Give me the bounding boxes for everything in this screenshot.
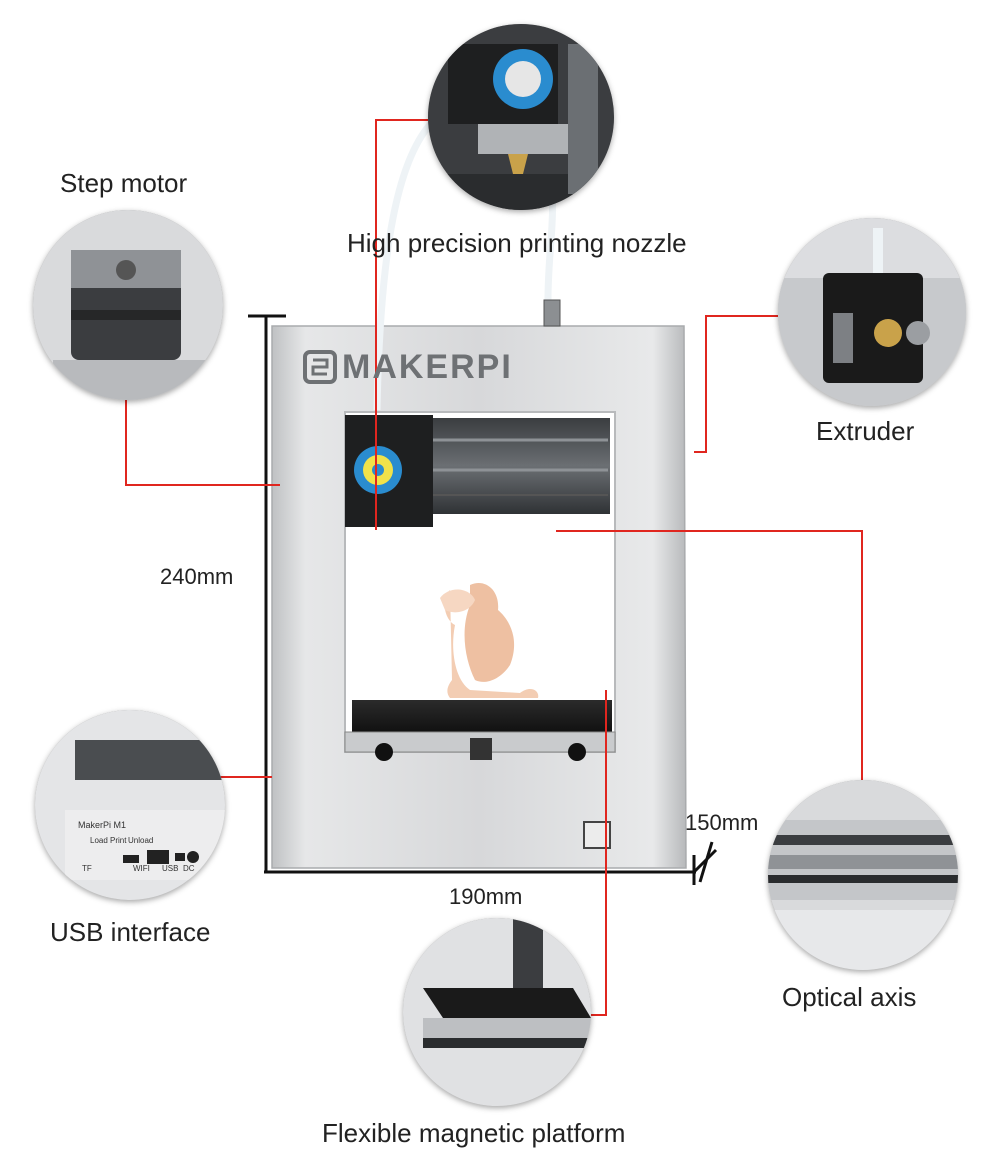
usb-panel-port-label: TF: [82, 864, 92, 873]
label-optical-axis: Optical axis: [782, 982, 917, 1012]
usb-panel-button-label: Load: [90, 836, 108, 845]
usb-panel-port-label: WIFI: [133, 864, 150, 873]
logo-icon: [303, 350, 337, 384]
label-platform: Flexible magnetic platform: [322, 1118, 626, 1148]
dimension-height: 240mm: [160, 564, 234, 589]
print-bed: [352, 700, 612, 732]
dimension-lines: [248, 314, 718, 885]
dimension-width: 190mm: [449, 884, 523, 909]
usb-interface-photo: [35, 710, 225, 900]
x-axis-rail: [430, 418, 610, 514]
platform-photo: [403, 918, 591, 1106]
leader-lines: [125, 119, 863, 1016]
top-connector: [543, 299, 561, 327]
nozzle-photo: [428, 24, 614, 210]
optical-axis-photo: [768, 780, 958, 970]
usb-panel-port-label: USB: [162, 864, 179, 873]
usb-panel-port-label: DC: [183, 864, 195, 873]
extruder-photo: [778, 218, 966, 406]
step-motor-photo: [33, 210, 223, 400]
label-extruder: Extruder: [816, 416, 915, 446]
usb-panel-model: MakerPi M1: [78, 820, 127, 830]
usb-panel-button-label: Print: [110, 836, 127, 845]
usb-panel-button-label: Unload: [128, 836, 154, 845]
printed-model: [440, 582, 539, 698]
label-usb-interface: USB interface: [50, 917, 211, 947]
filament-tube: [373, 112, 443, 411]
label-step-motor: Step motor: [60, 168, 188, 198]
brand-logo: MAKERPI: [342, 348, 513, 386]
dimension-depth: 150mm: [685, 810, 759, 835]
label-nozzle: High precision printing nozzle: [347, 228, 687, 258]
